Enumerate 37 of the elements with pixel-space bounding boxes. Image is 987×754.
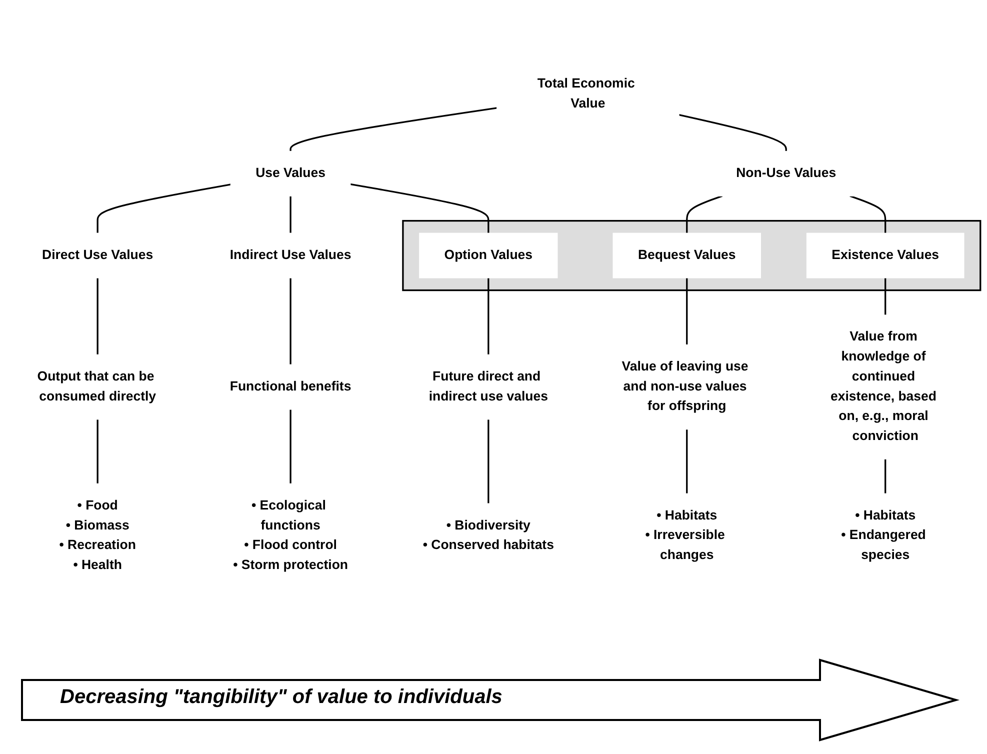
connector (290, 409, 292, 484)
node-text: • Food • Biomass • Recreation • Health (59, 498, 136, 572)
node-text: • Ecological functions • Flood control • Storm protection (233, 498, 348, 572)
connector (96, 184, 231, 234)
node-text: Value from knowledge of continued existence, based on, e.g., moral conviction (830, 330, 936, 444)
node-text: Value of leaving use and non-use values for offspring (622, 360, 748, 414)
node-box: Option Values (419, 232, 558, 278)
connector (350, 183, 490, 234)
node-box: Bequest Values (612, 232, 761, 278)
connector (686, 429, 688, 494)
node-text: Indirect Use Values (230, 248, 352, 262)
connector (686, 278, 688, 345)
connector (488, 419, 490, 504)
connector (96, 278, 98, 355)
node-text: Total Economic Value (537, 76, 635, 111)
node-text: • Habitats • Endangered species (841, 508, 926, 562)
connector (96, 419, 98, 484)
connector (290, 196, 292, 234)
connector (884, 458, 886, 494)
node-text: Direct Use Values (42, 248, 154, 262)
node-text: Use Values (256, 166, 326, 180)
cluster (402, 220, 982, 292)
node-text: • Biodiversity • Conserved habitats (422, 518, 554, 552)
node-text: Output that can be consumed directly (37, 370, 156, 404)
node-text: Future direct and indirect use values (428, 370, 548, 404)
node-text: Non-Use Values (736, 166, 836, 180)
connector (488, 278, 490, 355)
connector (850, 195, 886, 234)
arrow-label: Decreasing "tangibility" of value to individuals (60, 686, 502, 709)
node-box: Existence Values (806, 232, 964, 278)
connector (686, 195, 723, 234)
connector (678, 114, 787, 152)
connector (884, 278, 886, 316)
node-text: • Habitats • Irreversible changes (645, 508, 725, 562)
connector (290, 107, 498, 152)
node-text: Functional benefits (230, 380, 352, 394)
connector (290, 278, 292, 365)
